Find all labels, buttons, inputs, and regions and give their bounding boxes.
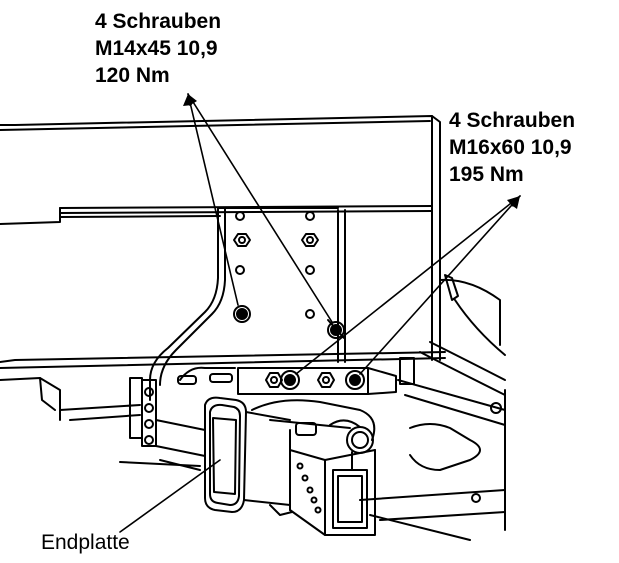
hitch-receiver xyxy=(251,399,376,536)
leader-lines xyxy=(119,93,521,533)
callout-m14-bolts: 4 Schrauben M14x45 10,9 120 Nm xyxy=(95,8,221,89)
axle-assembly xyxy=(359,274,506,541)
bolt-m14-left xyxy=(233,305,251,323)
leader-arrowheads xyxy=(183,94,520,209)
frame-beam xyxy=(0,115,446,369)
callout-m16-bolts: 4 Schrauben M16x60 10,9 195 Nm xyxy=(449,107,575,188)
callout-m16-spec: M16x60 10,9 xyxy=(449,136,572,159)
endplate xyxy=(204,396,291,513)
callout-m16-count: 4 Schrauben xyxy=(449,109,576,132)
callout-m16-torque: 195 Nm xyxy=(449,163,524,186)
callout-m14-torque: 120 Nm xyxy=(95,64,170,87)
callout-endplate-label: Endplatte xyxy=(41,531,130,554)
bolt-m16-right xyxy=(345,370,365,390)
callout-m14-count: 4 Schrauben xyxy=(95,10,222,33)
bolt-m14-right xyxy=(327,319,345,339)
callout-m14-spec: M14x45 10,9 xyxy=(95,37,218,60)
callout-endplate: Endplatte xyxy=(41,531,130,555)
plate-holes xyxy=(233,211,335,388)
mounting-bracket xyxy=(149,207,397,401)
left-lower-parts xyxy=(0,377,206,471)
bolt-m16-left xyxy=(280,370,300,390)
